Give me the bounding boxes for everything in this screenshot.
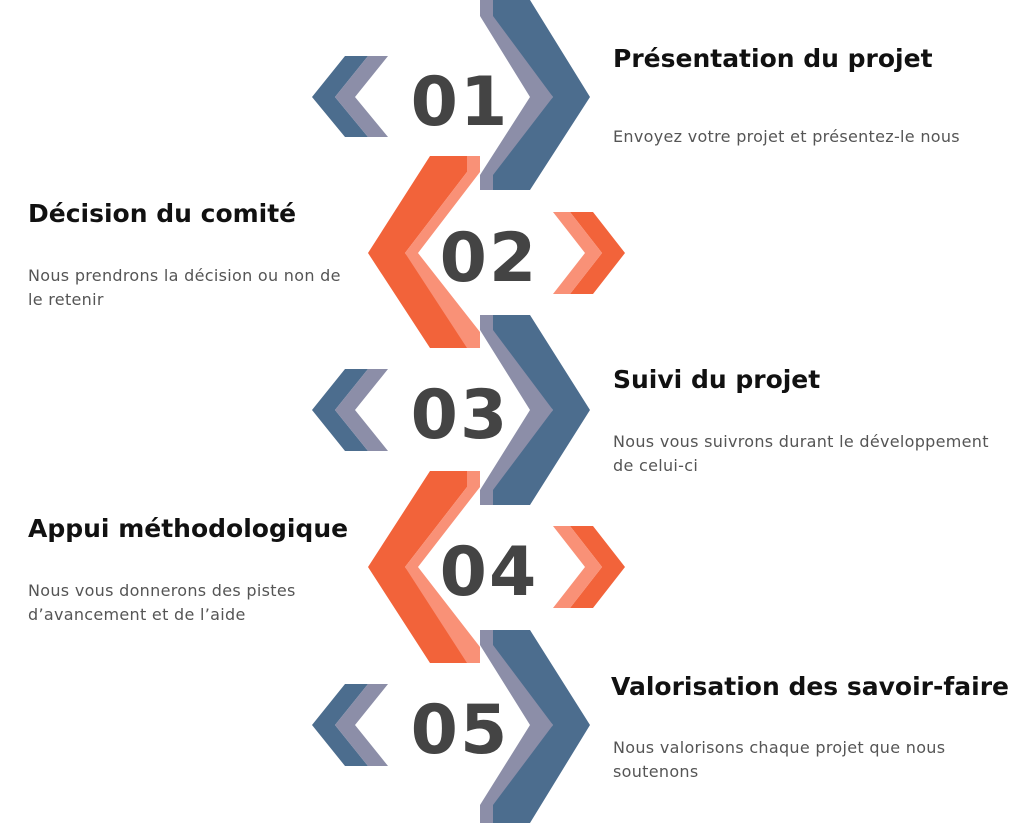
step-3-left-chevron-light [335, 369, 388, 451]
step-5-number: 05 [411, 691, 510, 770]
step-4-number: 04 [440, 533, 539, 612]
step-4-shape [368, 471, 625, 663]
step-3-number: 03 [411, 376, 510, 455]
step-2-title: Décision du comité [28, 199, 297, 228]
step-2-band-dark [368, 156, 467, 348]
step-3-description: Nous vous suivrons durant le développeme… [613, 432, 989, 475]
step-4-right-chevron-light [553, 526, 602, 608]
step-5-shape [312, 630, 590, 823]
step-1-title: Présentation du projet [613, 44, 933, 73]
step-3-title: Suivi du projet [613, 365, 821, 394]
step-4-title: Appui méthodologique [28, 514, 349, 543]
step-5-left-chevron [312, 684, 368, 766]
step-2-description: Nous prendrons la décision ou non de le … [28, 266, 341, 309]
step-1-shape [312, 0, 590, 190]
step-2-right-chevron [570, 212, 625, 294]
step-1-description: Envoyez votre projet et présentez-le nou… [613, 127, 960, 146]
step-3-shape [312, 315, 590, 505]
step-5-band-dark [493, 630, 590, 823]
step-1-left-chevron [312, 56, 368, 137]
step-1-band-dark [493, 0, 590, 190]
step-4-right-chevron [570, 526, 625, 608]
step-3-left-chevron [312, 369, 368, 451]
step-1-left-chevron-light [335, 56, 388, 137]
step-1-number: 01 [411, 63, 510, 142]
step-5-title: Valorisation des savoir-faire [611, 672, 1009, 701]
step-5-description: Nous valorisons chaque projet que nous s… [613, 738, 946, 781]
step-3-band-dark [493, 315, 590, 505]
step-4-description: Nous vous donnerons des pistes d’avancem… [28, 581, 296, 624]
step-2-shape [368, 156, 625, 348]
step-2-right-chevron-light [553, 212, 602, 294]
step-2-band-light [405, 156, 480, 348]
step-5-left-chevron-light [335, 684, 388, 766]
step-2-number: 02 [440, 219, 539, 298]
step-4-band-light [405, 471, 480, 663]
